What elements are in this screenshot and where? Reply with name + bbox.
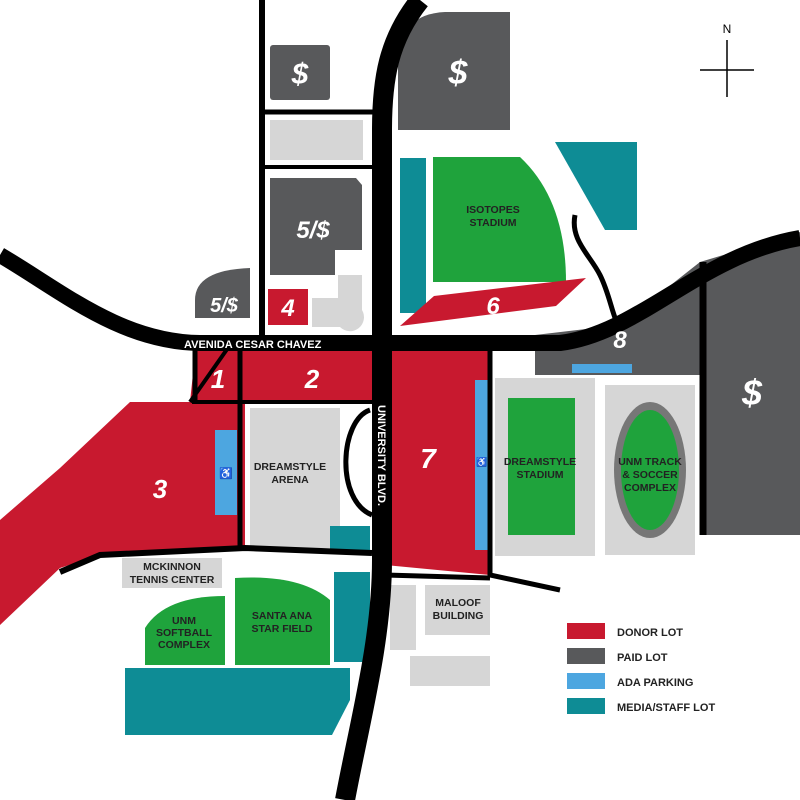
lot-4[interactable] [268, 289, 308, 325]
compass-icon [700, 40, 754, 97]
paid-lot-label: $ [448, 54, 469, 92]
lot-8-label: 8 [613, 327, 627, 354]
lot-6-label: 6 [486, 293, 500, 320]
media-lot-arena[interactable] [330, 526, 370, 550]
paid-lot-northeast[interactable] [398, 12, 510, 130]
legend-label: PAID LOT [617, 652, 668, 664]
building-south-1 [390, 585, 416, 650]
ada-lot-8[interactable] [572, 364, 632, 373]
media-lot-south[interactable] [334, 572, 370, 662]
lot-5-west[interactable] [195, 268, 250, 318]
paid-lot-north[interactable] [270, 45, 330, 100]
building-north [270, 120, 363, 160]
avenida-cesar-chavez-road [0, 230, 800, 351]
santa-ana-field [235, 577, 330, 665]
legend-swatch-media [567, 698, 605, 714]
ada-arena[interactable] [215, 430, 237, 515]
tennis-center [122, 558, 222, 588]
media-lot-southwest[interactable] [125, 668, 350, 735]
lot-7-label: 7 [420, 443, 437, 474]
ada-icon: ♿ [219, 467, 233, 480]
dreamstyle-arena [250, 408, 340, 548]
lot-3-label: 3 [153, 474, 168, 504]
legend: DONOR LOT PAID LOT ADA PARKING MEDIA/STA… [567, 623, 715, 714]
lot-1-label: 1 [211, 364, 225, 394]
isotopes-stadium-field [433, 157, 566, 282]
stadium-field [508, 398, 575, 535]
media-lot-isotopes[interactable] [400, 158, 426, 313]
ada-icon: ♿ [476, 456, 487, 467]
legend-label: DONOR LOT [617, 627, 683, 639]
softball-field [145, 596, 225, 665]
ada-stadium[interactable] [475, 380, 489, 550]
building-small [312, 275, 364, 332]
building-south-2 [410, 656, 490, 686]
lot-5-north[interactable] [270, 178, 362, 275]
legend-swatch-ada [567, 673, 605, 689]
paid-lot-label: $ [741, 372, 763, 413]
lot-2-label: 2 [304, 364, 320, 394]
soccer-field [621, 410, 679, 530]
lot-4-label: 4 [280, 295, 294, 322]
legend-label: MEDIA/STAFF LOT [617, 702, 715, 714]
lot-5-north-label: 5/$ [296, 217, 330, 244]
lot-6[interactable] [400, 278, 586, 326]
paid-lot-label: $ [291, 58, 309, 91]
lot-8-and-paid-east[interactable] [535, 232, 800, 535]
university-blvd-road [335, 0, 428, 800]
university-label: UNIVERSITY BLVD. [375, 405, 387, 506]
legend-swatch-paid [567, 648, 605, 664]
media-lot-northeast[interactable] [555, 142, 637, 230]
avenida-label: AVENIDA CESAR CHAVEZ [184, 339, 322, 351]
lot-7[interactable] [385, 345, 490, 575]
legend-swatch-donor [567, 623, 605, 639]
maloof-building [425, 585, 490, 635]
legend-label: ADA PARKING [617, 677, 693, 689]
compass-north-label: N [723, 22, 732, 36]
lot-5-west-label: 5/$ [210, 295, 239, 317]
